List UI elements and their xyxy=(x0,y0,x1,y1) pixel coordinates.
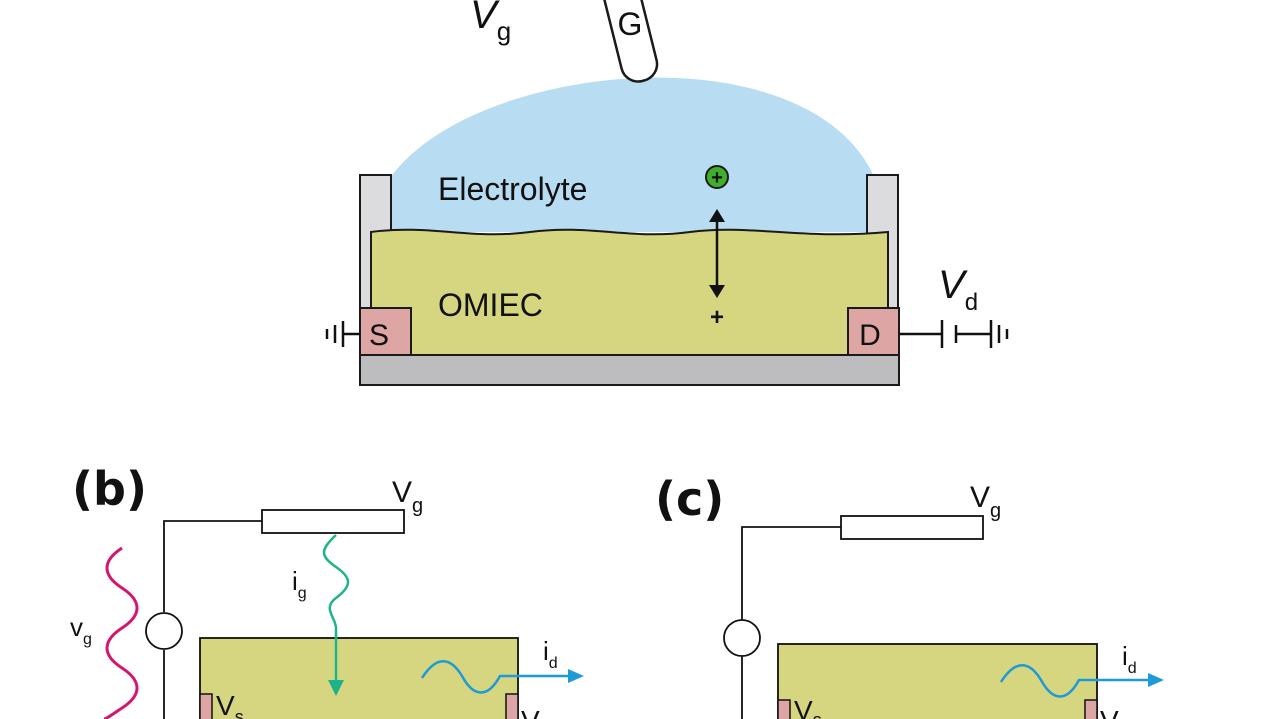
gate-electrode xyxy=(840,515,984,540)
drain-contact xyxy=(1084,699,1098,719)
omiec-channel xyxy=(199,637,519,719)
omiec-label: OMIEC xyxy=(438,287,543,323)
drain-voltage-label: Vd xyxy=(1100,705,1129,719)
source-ground-symbol xyxy=(325,321,360,347)
gate-electrode xyxy=(261,509,405,534)
omiec-channel xyxy=(370,228,889,356)
gate-current-arrowhead xyxy=(328,680,344,696)
gate-current-wave xyxy=(322,534,350,680)
source-contact xyxy=(777,699,791,719)
hole-symbol: + xyxy=(710,304,724,331)
ion-exchange-double-arrow xyxy=(709,209,725,298)
drain-current-wave xyxy=(420,660,568,694)
drain-current-arrowhead xyxy=(1148,673,1164,687)
gate-wire xyxy=(163,520,262,612)
substrate xyxy=(359,354,900,386)
drain-current-arrowhead xyxy=(568,669,584,683)
drain-current-label: id xyxy=(1122,641,1137,677)
panel-b-circuit: (b) Vg vg Vs Vd ig xyxy=(70,462,584,719)
source-voltage-label: Vs xyxy=(794,695,822,719)
omiec-channel xyxy=(777,643,1098,719)
source-voltage-label: Vs xyxy=(216,690,244,719)
drain-current-wave xyxy=(999,664,1148,698)
panel-a-device-cross-section: S D Electrolyte OMIEC G Vg + + xyxy=(325,0,1009,386)
drain-voltage-label: Vd xyxy=(521,705,550,719)
gate-wire xyxy=(741,526,841,620)
gate-voltage-label: Vg xyxy=(470,0,511,46)
dc-voltage-source xyxy=(723,619,761,657)
source-contact xyxy=(199,693,213,719)
drain-label: D xyxy=(859,319,881,352)
source-label: S xyxy=(369,319,389,352)
gate-current-label: ig xyxy=(292,566,307,602)
small-signal-gate-voltage-label: vg xyxy=(70,612,92,648)
panel-b-label: (b) xyxy=(72,462,147,516)
panel-c-circuit: (c) Vg Vs Vd id xyxy=(655,472,1164,719)
electrolyte-label: Electrolyte xyxy=(438,171,587,207)
electrolyte-droplet xyxy=(372,77,886,232)
drain-voltage-label: Vd xyxy=(938,263,978,316)
drain-voltage-source xyxy=(899,320,1009,348)
small-signal-gate-voltage-wave xyxy=(103,546,139,719)
gate-voltage-label: Vg xyxy=(970,481,1001,522)
gate-electrode-label: G xyxy=(618,6,643,42)
panel-c-label: (c) xyxy=(655,472,724,526)
drain-current-label: id xyxy=(543,636,558,672)
gate-voltage-label: Vg xyxy=(392,476,423,517)
gate-electrode xyxy=(600,0,659,83)
drain-contact xyxy=(847,307,900,356)
drain-contact xyxy=(505,693,519,719)
ac-voltage-source xyxy=(145,612,183,650)
cation: + xyxy=(705,165,729,189)
source-contact xyxy=(359,307,412,356)
cation-symbol: + xyxy=(711,167,723,189)
